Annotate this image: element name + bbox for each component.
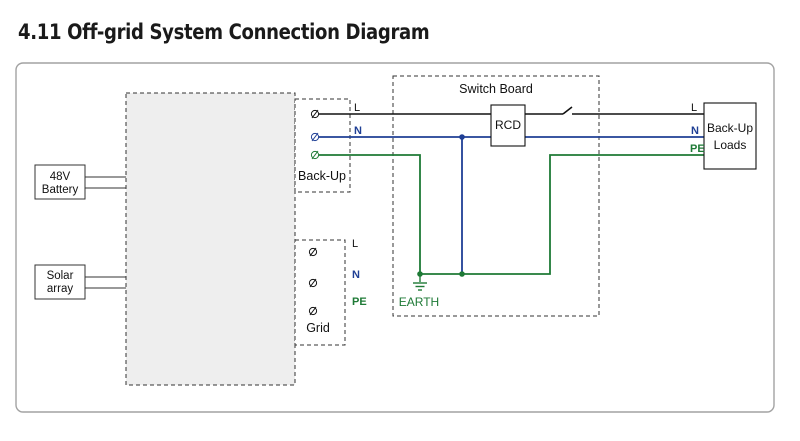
loads-box [703, 102, 757, 170]
terminal-screw-icon [310, 109, 320, 119]
terminal-screw-icon [308, 247, 318, 257]
loads-label-line2: Loads [714, 138, 747, 152]
earth-icon [413, 274, 427, 291]
wire-L-switch [562, 106, 573, 115]
solar-label-line1: Solar [47, 270, 74, 282]
solar-label-line2: array [47, 283, 73, 295]
diagram-title: 4.11 Off-grid System Connection Diagram [18, 20, 430, 44]
terminal-screw-icon [308, 278, 318, 288]
terminal-screw-icon [310, 150, 320, 160]
rcd-box [490, 104, 526, 147]
battery-box [34, 164, 86, 200]
loads-label-line1: Back-Up [707, 121, 753, 135]
loads-terminal-PE: PE [690, 143, 705, 155]
outer-frame [15, 62, 775, 413]
solar-box [34, 264, 86, 300]
loads-terminal-N: N [691, 125, 699, 137]
grid-port-box [294, 239, 346, 346]
grid-terminal-PE: PE [352, 296, 367, 308]
backup-terminal-L: L [354, 102, 360, 114]
backup-port-label: Back-Up [298, 169, 346, 183]
earth-label: EARTH [399, 295, 439, 309]
wire-PE-1 [318, 154, 704, 275]
switch-board-label: Switch Board [459, 82, 533, 96]
grid-port-label: Grid [306, 321, 330, 335]
grid-terminal-L: L [352, 238, 358, 250]
backup-terminal-N: N [354, 125, 362, 137]
rcd-label: RCD [495, 118, 521, 132]
terminal-screw-icon [310, 132, 320, 142]
inverter-box [125, 92, 296, 386]
switch-board-box [392, 75, 600, 317]
junction-N-earth [459, 271, 465, 277]
junction-N [459, 134, 465, 140]
terminal-screw-icon [308, 306, 318, 316]
grid-terminal-N: N [352, 269, 360, 281]
battery-label-line1: 48V [50, 171, 71, 183]
battery-label-line2: Battery [42, 184, 79, 196]
loads-terminal-L: L [691, 102, 697, 114]
